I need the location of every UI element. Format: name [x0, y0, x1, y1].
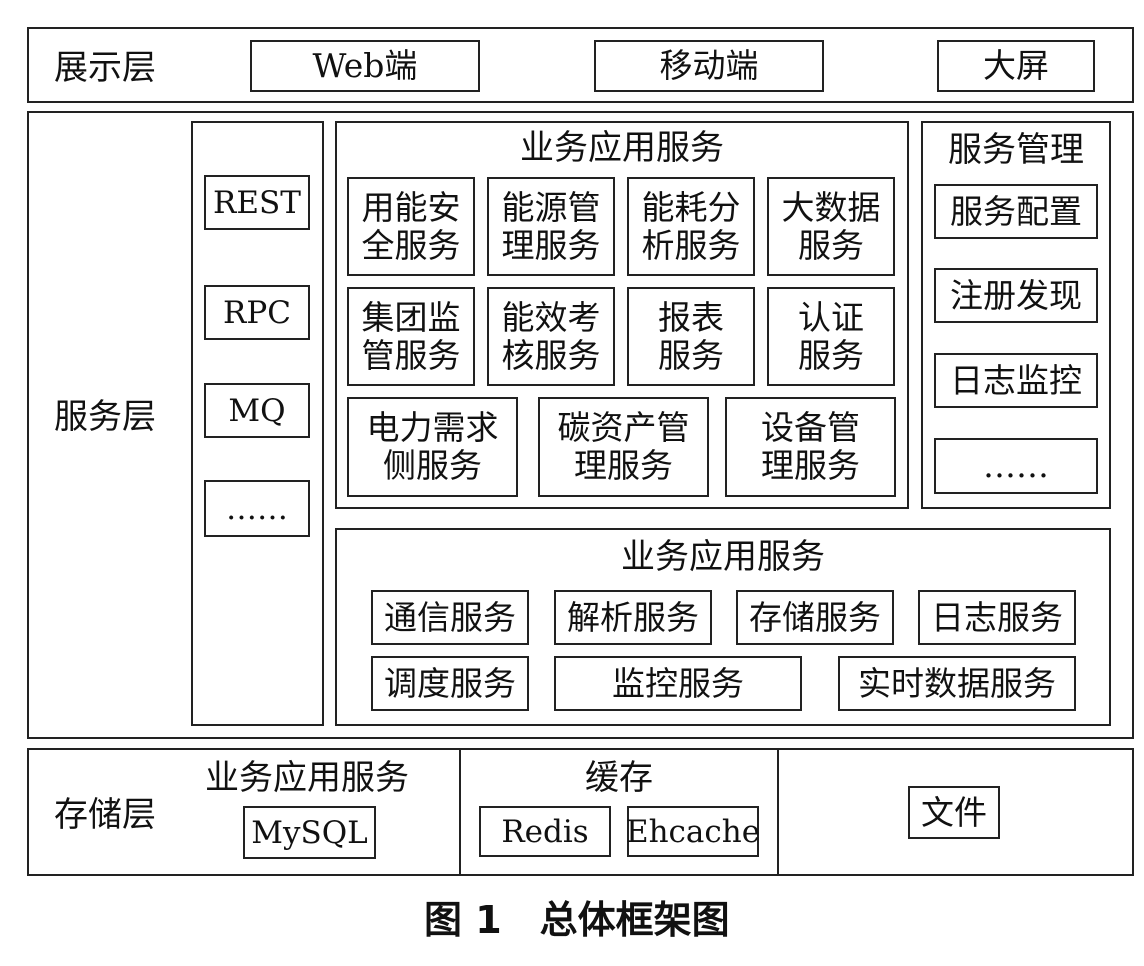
protocol-rpc: RPC: [204, 285, 310, 340]
base-communication-service: 通信服务: [371, 590, 529, 645]
presentation-item-bigscreen: 大屏: [937, 40, 1095, 92]
base-realtime-data-service: 实时数据服务: [838, 656, 1076, 711]
presentation-layer-label: 展示层: [54, 48, 156, 88]
service-power-demand-side: 电力需求 侧服务: [347, 397, 518, 497]
base-scheduling-service: 调度服务: [371, 656, 529, 711]
protocol-more: ……: [204, 480, 310, 537]
storage-divider-right: [777, 748, 779, 876]
service-report: 报表 服务: [627, 287, 755, 386]
base-monitoring-service: 监控服务: [554, 656, 802, 711]
service-efficiency-assessment: 能效考 核服务: [487, 287, 615, 386]
protocol-mq: MQ: [204, 383, 310, 438]
storage-cache-title: 缓存: [585, 758, 653, 798]
storage-file: 文件: [908, 786, 1000, 839]
base-services-title: 业务应用服务: [621, 537, 825, 577]
storage-layer-label: 存储层: [54, 795, 156, 835]
storage-divider-left: [459, 748, 461, 876]
storage-ehcache: Ehcache: [626, 806, 760, 857]
base-log-service: 日志服务: [918, 590, 1076, 645]
presentation-item-web: Web端: [250, 40, 480, 92]
base-storage-service: 存储服务: [736, 590, 894, 645]
figure-caption: 图 1 总体框架图: [424, 898, 730, 942]
service-consumption-analysis: 能耗分 析服务: [627, 177, 755, 276]
service-energy-management: 能源管 理服务: [487, 177, 615, 276]
management-service-config: 服务配置: [934, 184, 1098, 239]
service-device-management: 设备管 理服务: [725, 397, 896, 497]
service-layer-label: 服务层: [54, 397, 156, 437]
presentation-item-mobile: 移动端: [594, 40, 824, 92]
protocol-rest: REST: [204, 175, 310, 230]
management-log-monitoring: 日志监控: [934, 353, 1098, 408]
business-services-title: 业务应用服务: [520, 128, 724, 168]
management-more: ……: [934, 438, 1098, 494]
service-energy-safety: 用能安 全服务: [347, 177, 475, 276]
service-big-data: 大数据 服务: [767, 177, 895, 276]
storage-redis: Redis: [479, 806, 611, 857]
service-authentication: 认证 服务: [767, 287, 895, 386]
service-group-supervision: 集团监 管服务: [347, 287, 475, 386]
service-management-title: 服务管理: [948, 130, 1084, 170]
storage-mysql: MySQL: [243, 806, 376, 859]
base-parsing-service: 解析服务: [554, 590, 712, 645]
service-carbon-asset: 碳资产管 理服务: [538, 397, 709, 497]
storage-database-title: 业务应用服务: [205, 758, 409, 798]
management-registry-discovery: 注册发现: [934, 268, 1098, 323]
